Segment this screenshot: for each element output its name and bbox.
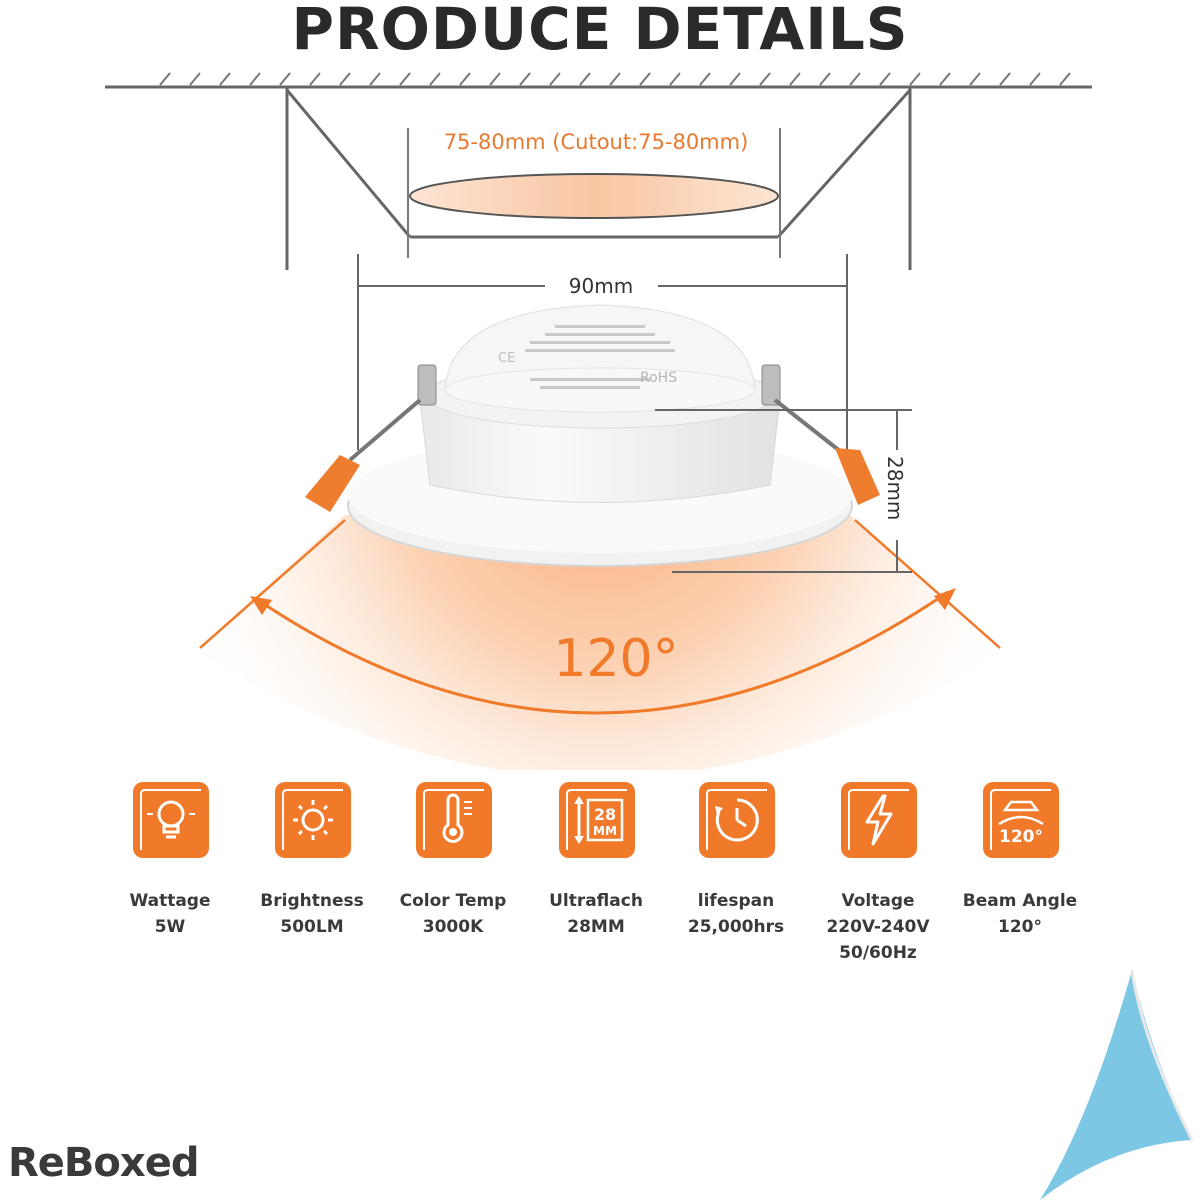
- svg-text:28: 28: [594, 805, 616, 824]
- beam-arc: [199, 519, 1001, 715]
- thermometer-icon: [414, 780, 492, 858]
- spec-value: 25,000hrs: [687, 917, 785, 937]
- svg-text:120°: 120°: [999, 827, 1043, 847]
- spec-lifespan: lifespan 25,000hrs: [666, 780, 806, 940]
- beam-angle-label: 120°: [553, 629, 678, 689]
- spec-name: Color Temp: [399, 891, 507, 911]
- spec-beam-angle: 120° Beam Angle 120°: [950, 780, 1090, 940]
- spec-value: 28MM: [567, 917, 625, 937]
- clock-icon: [697, 780, 775, 858]
- lightning-icon: [839, 780, 917, 858]
- spec-ultraflach: 28 MM Ultraflach 28MM: [526, 780, 666, 940]
- product-diagram: 75-80mm (Cutout:75-80mm) 90mm 120°: [105, 72, 1092, 770]
- spec-value: 120°: [998, 917, 1042, 937]
- thickness-icon: 28 MM: [557, 780, 635, 858]
- height-label: 28mm: [883, 456, 907, 520]
- spec-color-temp: Color Temp 3000K: [383, 780, 523, 940]
- ceiling: [105, 72, 1092, 89]
- spec-value: 220V-240V: [826, 917, 930, 937]
- spec-name: Brightness: [260, 891, 364, 911]
- spec-name: Voltage: [841, 891, 915, 911]
- beam-angle-icon: 120°: [981, 780, 1059, 858]
- ce-mark: CE: [498, 351, 515, 366]
- beam-glow: [195, 515, 1005, 770]
- spec-value: 3000K: [422, 917, 484, 937]
- spec-value: 500LM: [280, 917, 344, 937]
- page-title: PRODUCE DETAILS: [291, 0, 909, 63]
- svg-text:MM: MM: [593, 824, 617, 838]
- spec-name: Wattage: [129, 891, 211, 911]
- spec-brightness: Brightness 500LM: [242, 780, 382, 940]
- spec-name: lifespan: [697, 891, 775, 911]
- diameter-label: 90mm: [569, 274, 633, 298]
- cutout-label: 75-80mm (Cutout:75-80mm): [444, 130, 749, 154]
- downlight-product: CE RoHS: [305, 304, 880, 567]
- spec-name: Ultraflach: [549, 891, 643, 911]
- page-curl-icon: [920, 970, 1200, 1200]
- spec-voltage: Voltage 220V-240V 50/60Hz: [808, 780, 948, 966]
- rohs-mark: RoHS: [640, 370, 677, 386]
- brand-logo: ReBoxed: [8, 1140, 199, 1186]
- diameter-dimension: [357, 254, 848, 450]
- spec-name: Beam Angle: [962, 891, 1078, 911]
- cutout-dimension: [407, 128, 781, 258]
- height-dimension: [655, 409, 912, 573]
- spec-wattage: Wattage 5W: [100, 780, 240, 940]
- spec-value-2: 50/60Hz: [839, 943, 917, 963]
- lightbulb-icon: [131, 780, 209, 858]
- spring-clip-left: [305, 364, 437, 512]
- spec-value: 5W: [154, 917, 186, 937]
- cutout-outline: [285, 87, 912, 270]
- sun-icon: [273, 780, 351, 858]
